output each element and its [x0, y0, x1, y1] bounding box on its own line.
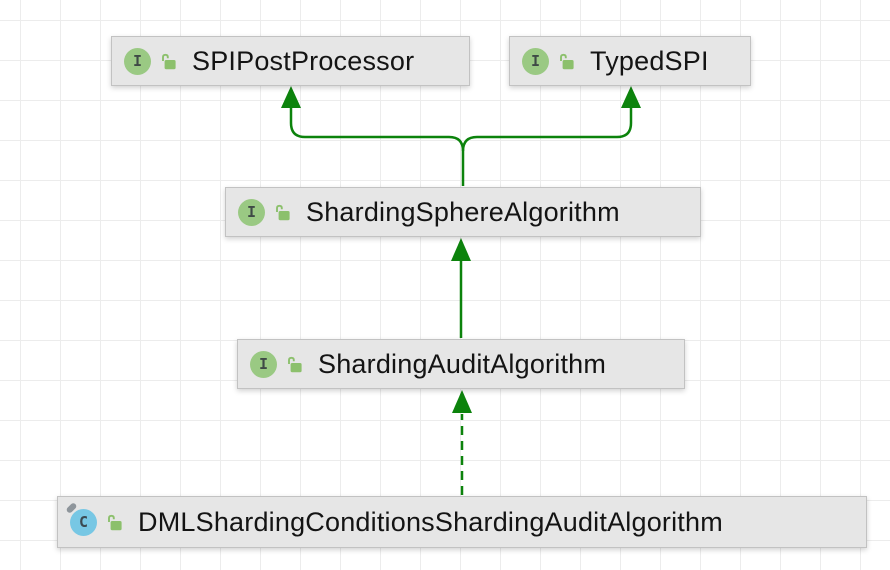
node-sharding-sphere-algorithm[interactable]: I ShardingSphereAlgorithm: [225, 187, 701, 237]
node-icon-group: I: [250, 350, 303, 378]
edge-shardingspherealgorithm-to-typedspi[interactable]: [461, 86, 641, 152]
node-label: DMLShardingConditionsShardingAuditAlgori…: [138, 506, 723, 537]
arrowhead-extends-spipostprocessor: [281, 86, 301, 108]
arrowhead-implements-shardingauditalgorithm: [452, 390, 472, 413]
node-icon-group: I: [238, 198, 291, 226]
node-typed-spi[interactable]: I TypedSPI: [509, 36, 751, 86]
node-label: TypedSPI: [590, 45, 709, 76]
edge-shardingspherealgorithm-to-spipostprocessor[interactable]: [281, 86, 465, 186]
edge-dmlshardingconditions-to-shardingauditalgorithm[interactable]: [452, 390, 472, 495]
node-spi-post-processor[interactable]: I SPIPostProcessor: [111, 36, 470, 86]
unlocked-icon: [276, 204, 290, 220]
node-icon-group: C: [65, 501, 123, 536]
interface-icon: I: [250, 350, 277, 378]
interface-icon: I: [238, 198, 265, 226]
arrowhead-extends-shardingspherealgorithm: [451, 238, 471, 261]
node-icon-group: I: [522, 47, 575, 75]
interface-icon: I: [522, 47, 549, 75]
arrowhead-extends-typedspi: [621, 86, 641, 108]
unlocked-icon: [162, 53, 176, 69]
node-label: SPIPostProcessor: [192, 45, 415, 76]
unlocked-icon: [288, 356, 302, 372]
unlocked-icon: [560, 53, 574, 69]
edge-shardingauditalgorithm-to-shardingspherealgorithm[interactable]: [451, 238, 471, 338]
node-sharding-audit-algorithm[interactable]: I ShardingAuditAlgorithm: [237, 339, 685, 389]
node-icon-group: I: [124, 47, 177, 75]
final-marker-icon: [65, 501, 78, 514]
node-dml-sharding-conditions-sharding-audit-algorithm[interactable]: C DMLShardingConditionsShardingAuditAlgo…: [57, 496, 867, 548]
node-label: ShardingAuditAlgorithm: [318, 348, 607, 379]
unlocked-icon: [108, 514, 122, 530]
interface-icon: I: [124, 47, 151, 75]
node-label: ShardingSphereAlgorithm: [306, 196, 620, 227]
class-icon: C: [65, 501, 97, 536]
